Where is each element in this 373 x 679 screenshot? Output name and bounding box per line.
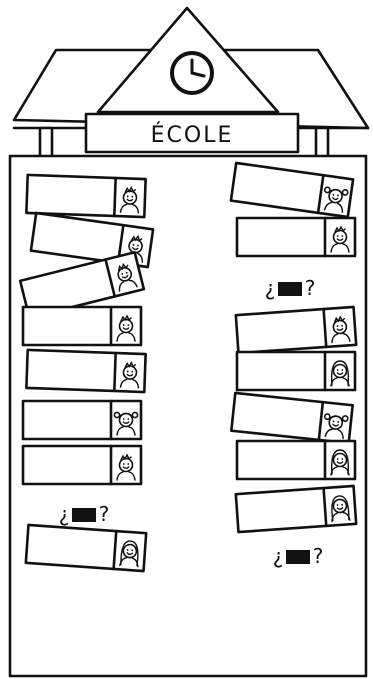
clock-icon	[172, 53, 212, 93]
desk-with-boy	[237, 218, 355, 256]
desk-with-girl-long-hair	[237, 352, 355, 390]
school-sign-label: ÉCOLE	[151, 122, 234, 148]
mystery-close-mark: ?	[305, 276, 316, 300]
mystery-open-mark: ¿	[265, 276, 276, 300]
desk-with-boy	[23, 446, 141, 484]
desk-with-girl-long-hair	[236, 486, 356, 532]
desk-with-boy	[23, 307, 141, 345]
mystery-open-mark: ¿	[59, 502, 70, 526]
redacted-box-icon	[72, 508, 96, 522]
desk-with-girl-long-hair	[237, 441, 355, 479]
mystery-close-mark: ?	[99, 502, 110, 526]
mystery-open-mark: ¿	[273, 544, 284, 568]
desk-with-girl-long-hair	[26, 525, 146, 571]
mystery-close-mark: ?	[313, 544, 324, 568]
school-sign: ÉCOLE	[86, 114, 298, 152]
desk-with-girl	[23, 401, 141, 439]
desk-with-boy	[236, 307, 356, 353]
redacted-box-icon	[286, 550, 310, 564]
redacted-box-icon	[278, 282, 302, 296]
desk-with-boy	[26, 350, 145, 392]
desk-with-boy	[26, 175, 145, 217]
